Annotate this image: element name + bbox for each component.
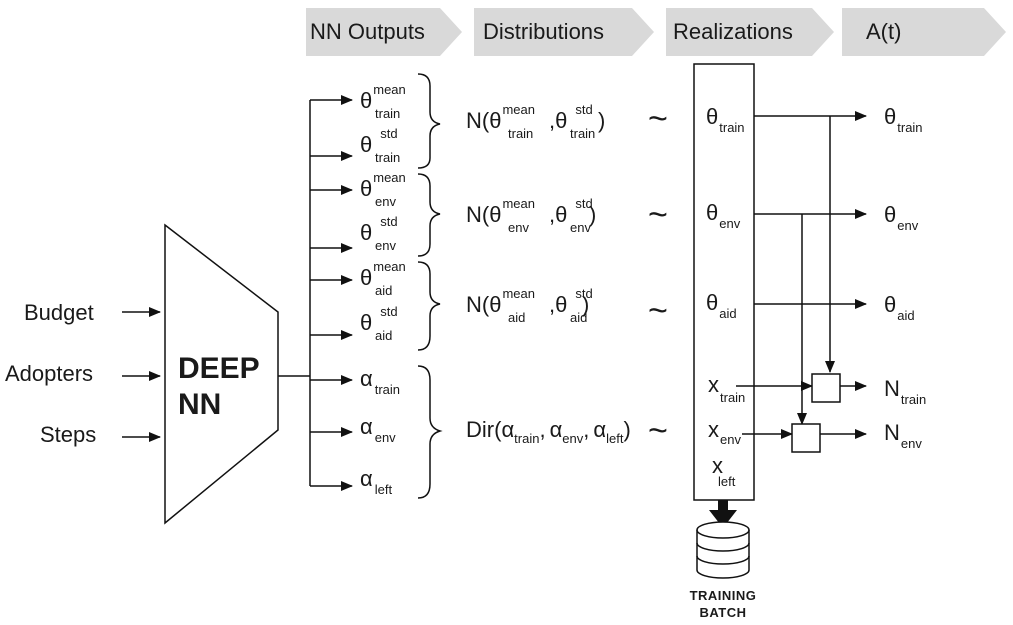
input-adopters-label: Adopters bbox=[5, 361, 93, 386]
real-theta-train: θtrain bbox=[706, 104, 745, 135]
header-chevron-nn-outputs bbox=[306, 8, 462, 56]
deep-nn-shape bbox=[164, 223, 279, 525]
real-x-train: xtrain bbox=[708, 372, 745, 405]
header-at: A(t) bbox=[866, 19, 901, 44]
tilde-3: ~ bbox=[648, 292, 668, 330]
header-distributions: Distributions bbox=[483, 19, 604, 44]
header-chevron-at bbox=[842, 8, 1006, 56]
header-nn-outputs: NN Outputs bbox=[310, 19, 425, 44]
brace-env bbox=[417, 173, 441, 257]
real-x-env: xenv bbox=[708, 417, 741, 447]
input-budget-label: Budget bbox=[24, 300, 94, 325]
brace-aid bbox=[417, 261, 441, 351]
deep-nn-label-line1: DEEP bbox=[178, 352, 260, 385]
result-n-train: Ntrain bbox=[884, 376, 926, 407]
training-batch-label-line2: BATCH bbox=[699, 605, 746, 620]
batch-arrow bbox=[709, 500, 737, 528]
result-theta-aid: θaid bbox=[884, 292, 915, 323]
result-theta-env: θenv bbox=[884, 202, 919, 233]
input-steps-label: Steps bbox=[40, 422, 96, 447]
database-icon bbox=[696, 521, 750, 579]
realizations-box bbox=[693, 63, 755, 501]
brace-train bbox=[417, 73, 441, 169]
output-bus bbox=[278, 95, 353, 491]
header-chevron-distributions bbox=[474, 8, 654, 56]
header-chevron-realizations bbox=[666, 8, 834, 56]
deep-nn-block: DEEP NN bbox=[164, 223, 279, 525]
result-n-env: Nenv bbox=[884, 420, 922, 451]
deep-nn-label-line2: NN bbox=[178, 388, 221, 421]
real-theta-aid: θaid bbox=[706, 290, 737, 321]
multiply-box-train bbox=[811, 373, 841, 403]
header-bar: NN Outputs Distributions Realizations A(… bbox=[306, 8, 1006, 56]
training-batch-label-line1: TRAINING bbox=[690, 588, 757, 603]
braces-group bbox=[417, 73, 443, 499]
real-theta-env: θenv bbox=[706, 200, 741, 231]
tilde-1: ~ bbox=[648, 100, 668, 138]
brace-alpha bbox=[417, 365, 443, 499]
tilde-2: ~ bbox=[648, 196, 668, 234]
tilde-4: ~ bbox=[648, 412, 668, 450]
tildes-group: ~ ~ ~ ~ bbox=[648, 100, 668, 450]
result-theta-train: θtrain bbox=[884, 104, 923, 135]
dist-dirichlet: Dir(αtrain,αenv,αleft) bbox=[466, 417, 631, 446]
connections-group bbox=[736, 111, 867, 453]
results-group: θtrain θenv θaid Ntrain Nenv bbox=[884, 104, 926, 451]
multiply-box-env bbox=[791, 423, 821, 453]
header-realizations: Realizations bbox=[673, 19, 793, 44]
inputs-group: Budget Adopters Steps bbox=[5, 300, 161, 447]
